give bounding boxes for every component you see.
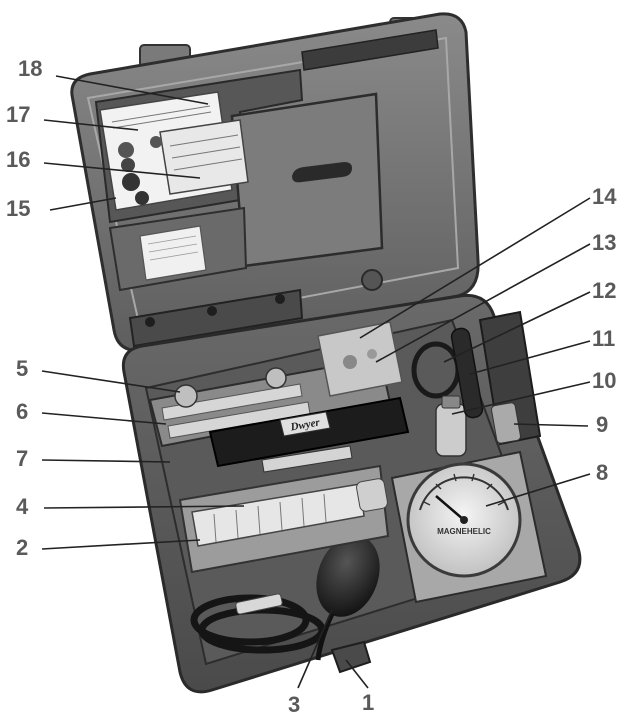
card-graphic-2 [122, 173, 140, 191]
leader-5 [41, 370, 181, 393]
case-base: Dwyer MAGNEHELIC [121, 293, 582, 694]
lid-top-slot [301, 29, 439, 71]
callout-10: 10 [592, 368, 617, 393]
callout-9: 9 [596, 412, 609, 437]
fittings-bag [317, 321, 403, 397]
tubing-connector [235, 593, 283, 615]
callout-4: 4 [16, 494, 29, 519]
lid-panel-slot [292, 162, 352, 183]
callout-16: 16 [6, 147, 31, 172]
pitot-tube [450, 327, 484, 419]
leader-18 [55, 75, 209, 105]
leader-17 [43, 119, 139, 131]
case-latch [330, 640, 372, 674]
callout-13: 13 [592, 230, 617, 255]
warranty-card [159, 119, 249, 195]
card-graphic-1 [118, 142, 134, 158]
brand-plate-text: Dwyer [289, 416, 322, 433]
gauge-mount-ring [411, 341, 461, 399]
callout-7: 7 [16, 446, 29, 471]
callout-5: 5 [16, 356, 29, 381]
callout-15: 15 [6, 196, 31, 221]
callout-2: 2 [16, 535, 29, 560]
leader-6 [41, 412, 167, 425]
syringe-barrel [191, 483, 365, 547]
manometer-valve-right [265, 367, 287, 389]
leader-9 [513, 423, 589, 427]
leader-13 [375, 243, 591, 363]
leader-10 [451, 381, 591, 415]
instruction-cards [99, 91, 249, 281]
leader-lines [41, 75, 591, 689]
callout-8: 8 [596, 460, 609, 485]
gauge-needle [435, 495, 465, 521]
case-lid [70, 12, 480, 353]
leader-4 [43, 505, 245, 509]
callout-11: 11 [592, 326, 616, 351]
leader-3 [297, 609, 333, 689]
indicator-paper [261, 445, 353, 473]
squeeze-bulb [316, 535, 380, 617]
small-bottle [491, 402, 521, 444]
callout-14: 14 [592, 184, 617, 209]
leader-15 [49, 197, 117, 211]
callout-12: 12 [592, 278, 617, 303]
callout-18: 18 [18, 56, 43, 81]
leader-7 [41, 459, 171, 463]
gauge-label-text: MAGNEHELIC [437, 527, 491, 536]
callout-3: 3 [288, 692, 301, 717]
leader-8 [485, 473, 591, 507]
leader-2 [41, 539, 201, 550]
callout-1: 1 [362, 690, 375, 715]
leader-11 [469, 340, 591, 375]
callout-6: 6 [16, 399, 29, 424]
manometer-valve-left [174, 384, 198, 408]
label-card [139, 225, 207, 281]
leader-12 [443, 291, 591, 363]
lid-bottom-rail [128, 288, 304, 348]
callout-17: 17 [6, 102, 31, 127]
card-graphic-3 [121, 158, 135, 172]
leader-16 [43, 162, 201, 179]
brand-plate [279, 411, 331, 437]
leader-14 [359, 197, 591, 339]
syringe-plunger [356, 478, 388, 512]
leader-1 [345, 659, 369, 689]
